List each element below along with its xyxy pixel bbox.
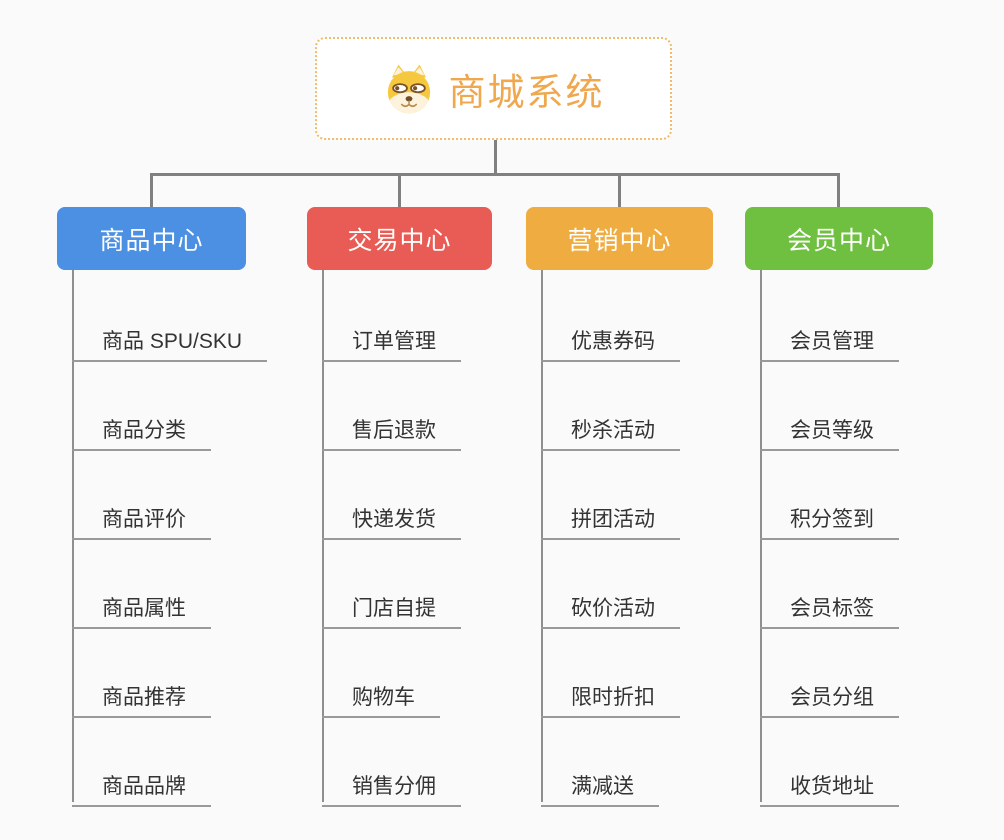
leaf-item[interactable]: 收货地址 — [760, 756, 899, 807]
leaf-label: 商品评价 — [102, 508, 186, 531]
leaf-label: 会员等级 — [790, 419, 874, 442]
branch-label: 商品中心 — [99, 226, 204, 255]
leaf-label: 收货地址 — [790, 775, 874, 798]
connector-horizontal-rail — [150, 173, 840, 176]
leaf-item[interactable]: 门店自提 — [322, 578, 461, 629]
leaf-label: 商品品牌 — [102, 775, 186, 798]
leaf-label: 商品属性 — [102, 597, 186, 620]
leaf-label: 积分签到 — [790, 508, 874, 531]
branch-label: 会员中心 — [786, 226, 891, 255]
leaf-item[interactable]: 会员管理 — [760, 311, 899, 362]
leaf-item[interactable]: 商品 SPU/SKU — [72, 311, 268, 362]
leaf-label: 拼团活动 — [571, 508, 655, 531]
leaf-item[interactable]: 商品评价 — [72, 489, 211, 540]
leaf-label: 订单管理 — [352, 330, 436, 353]
leaf-label: 会员分组 — [790, 686, 874, 709]
dog-face-icon — [387, 64, 430, 113]
leaf-label: 限时折扣 — [571, 686, 655, 709]
branch-connector-line — [541, 270, 543, 802]
branch-column-1: 商品中心 商品 SPU/SKU 商品分类商品评价商品属性商品推荐商品品牌 — [57, 207, 268, 807]
leaf-item[interactable]: 秒杀活动 — [541, 400, 680, 451]
leaf-label: 会员标签 — [790, 597, 874, 620]
root-title: 商城系统 — [448, 71, 605, 113]
branch-node-3[interactable]: 营销中心 — [526, 207, 713, 270]
connector-stub-branch-3 — [618, 173, 621, 207]
leaf-item[interactable]: 会员分组 — [760, 667, 899, 718]
leaf-item[interactable]: 销售分佣 — [322, 756, 461, 807]
leaf-item[interactable]: 商品分类 — [72, 400, 211, 451]
leaf-item[interactable]: 会员标签 — [760, 578, 899, 629]
branch-node-4[interactable]: 会员中心 — [745, 207, 933, 270]
leaf-item[interactable]: 购物车 — [322, 667, 440, 718]
leaf-item[interactable]: 优惠券码 — [541, 311, 680, 362]
leaf-label: 商品 SPU/SKU — [102, 330, 243, 353]
leaf-label: 优惠券码 — [571, 330, 655, 353]
leaf-item[interactable]: 售后退款 — [322, 400, 461, 451]
leaf-label: 门店自提 — [352, 597, 436, 620]
root-node[interactable]: 商城系统 — [315, 37, 672, 140]
leaf-label: 砍价活动 — [571, 597, 655, 620]
leaf-item[interactable]: 砍价活动 — [541, 578, 680, 629]
branch-label: 交易中心 — [347, 226, 452, 255]
branch-connector-line — [760, 270, 762, 802]
leaf-item[interactable]: 商品品牌 — [72, 756, 211, 807]
leaf-item[interactable]: 会员等级 — [760, 400, 899, 451]
leaf-item[interactable]: 拼团活动 — [541, 489, 680, 540]
leaf-label: 商品推荐 — [102, 686, 186, 709]
leaf-item[interactable]: 限时折扣 — [541, 667, 680, 718]
leaf-label: 快递发货 — [352, 508, 436, 531]
leaf-label: 商品分类 — [102, 419, 186, 442]
connector-stub-branch-2 — [398, 173, 401, 207]
leaf-label: 售后退款 — [352, 419, 436, 442]
branch-column-4: 会员中心 会员管理会员等级积分签到会员标签会员分组收货地址 — [745, 207, 933, 807]
leaf-label: 满减送 — [571, 775, 634, 798]
branch-connector-line — [322, 270, 324, 802]
branch-node-1[interactable]: 商品中心 — [57, 207, 246, 270]
leaf-item[interactable]: 满减送 — [541, 756, 659, 807]
branch-column-3: 营销中心 优惠券码秒杀活动拼团活动砍价活动限时折扣满减送 — [526, 207, 713, 807]
leaf-item[interactable]: 商品属性 — [72, 578, 211, 629]
leaf-item[interactable]: 订单管理 — [322, 311, 461, 362]
leaf-item[interactable]: 积分签到 — [760, 489, 899, 540]
leaf-item[interactable]: 快递发货 — [322, 489, 461, 540]
leaf-label: 销售分佣 — [352, 775, 436, 798]
connector-stub-branch-1 — [150, 173, 153, 207]
branch-label: 营销中心 — [567, 226, 672, 255]
leaf-label: 秒杀活动 — [571, 419, 655, 442]
leaf-item[interactable]: 商品推荐 — [72, 667, 211, 718]
leaf-label: 购物车 — [352, 686, 415, 709]
branch-node-2[interactable]: 交易中心 — [307, 207, 492, 270]
connector-root-stem — [494, 140, 497, 176]
leaf-label: 会员管理 — [790, 330, 874, 353]
connector-stub-branch-4 — [837, 173, 840, 207]
branch-connector-line — [72, 270, 74, 802]
branch-column-2: 交易中心 订单管理售后退款快递发货门店自提购物车销售分佣 — [307, 207, 492, 807]
